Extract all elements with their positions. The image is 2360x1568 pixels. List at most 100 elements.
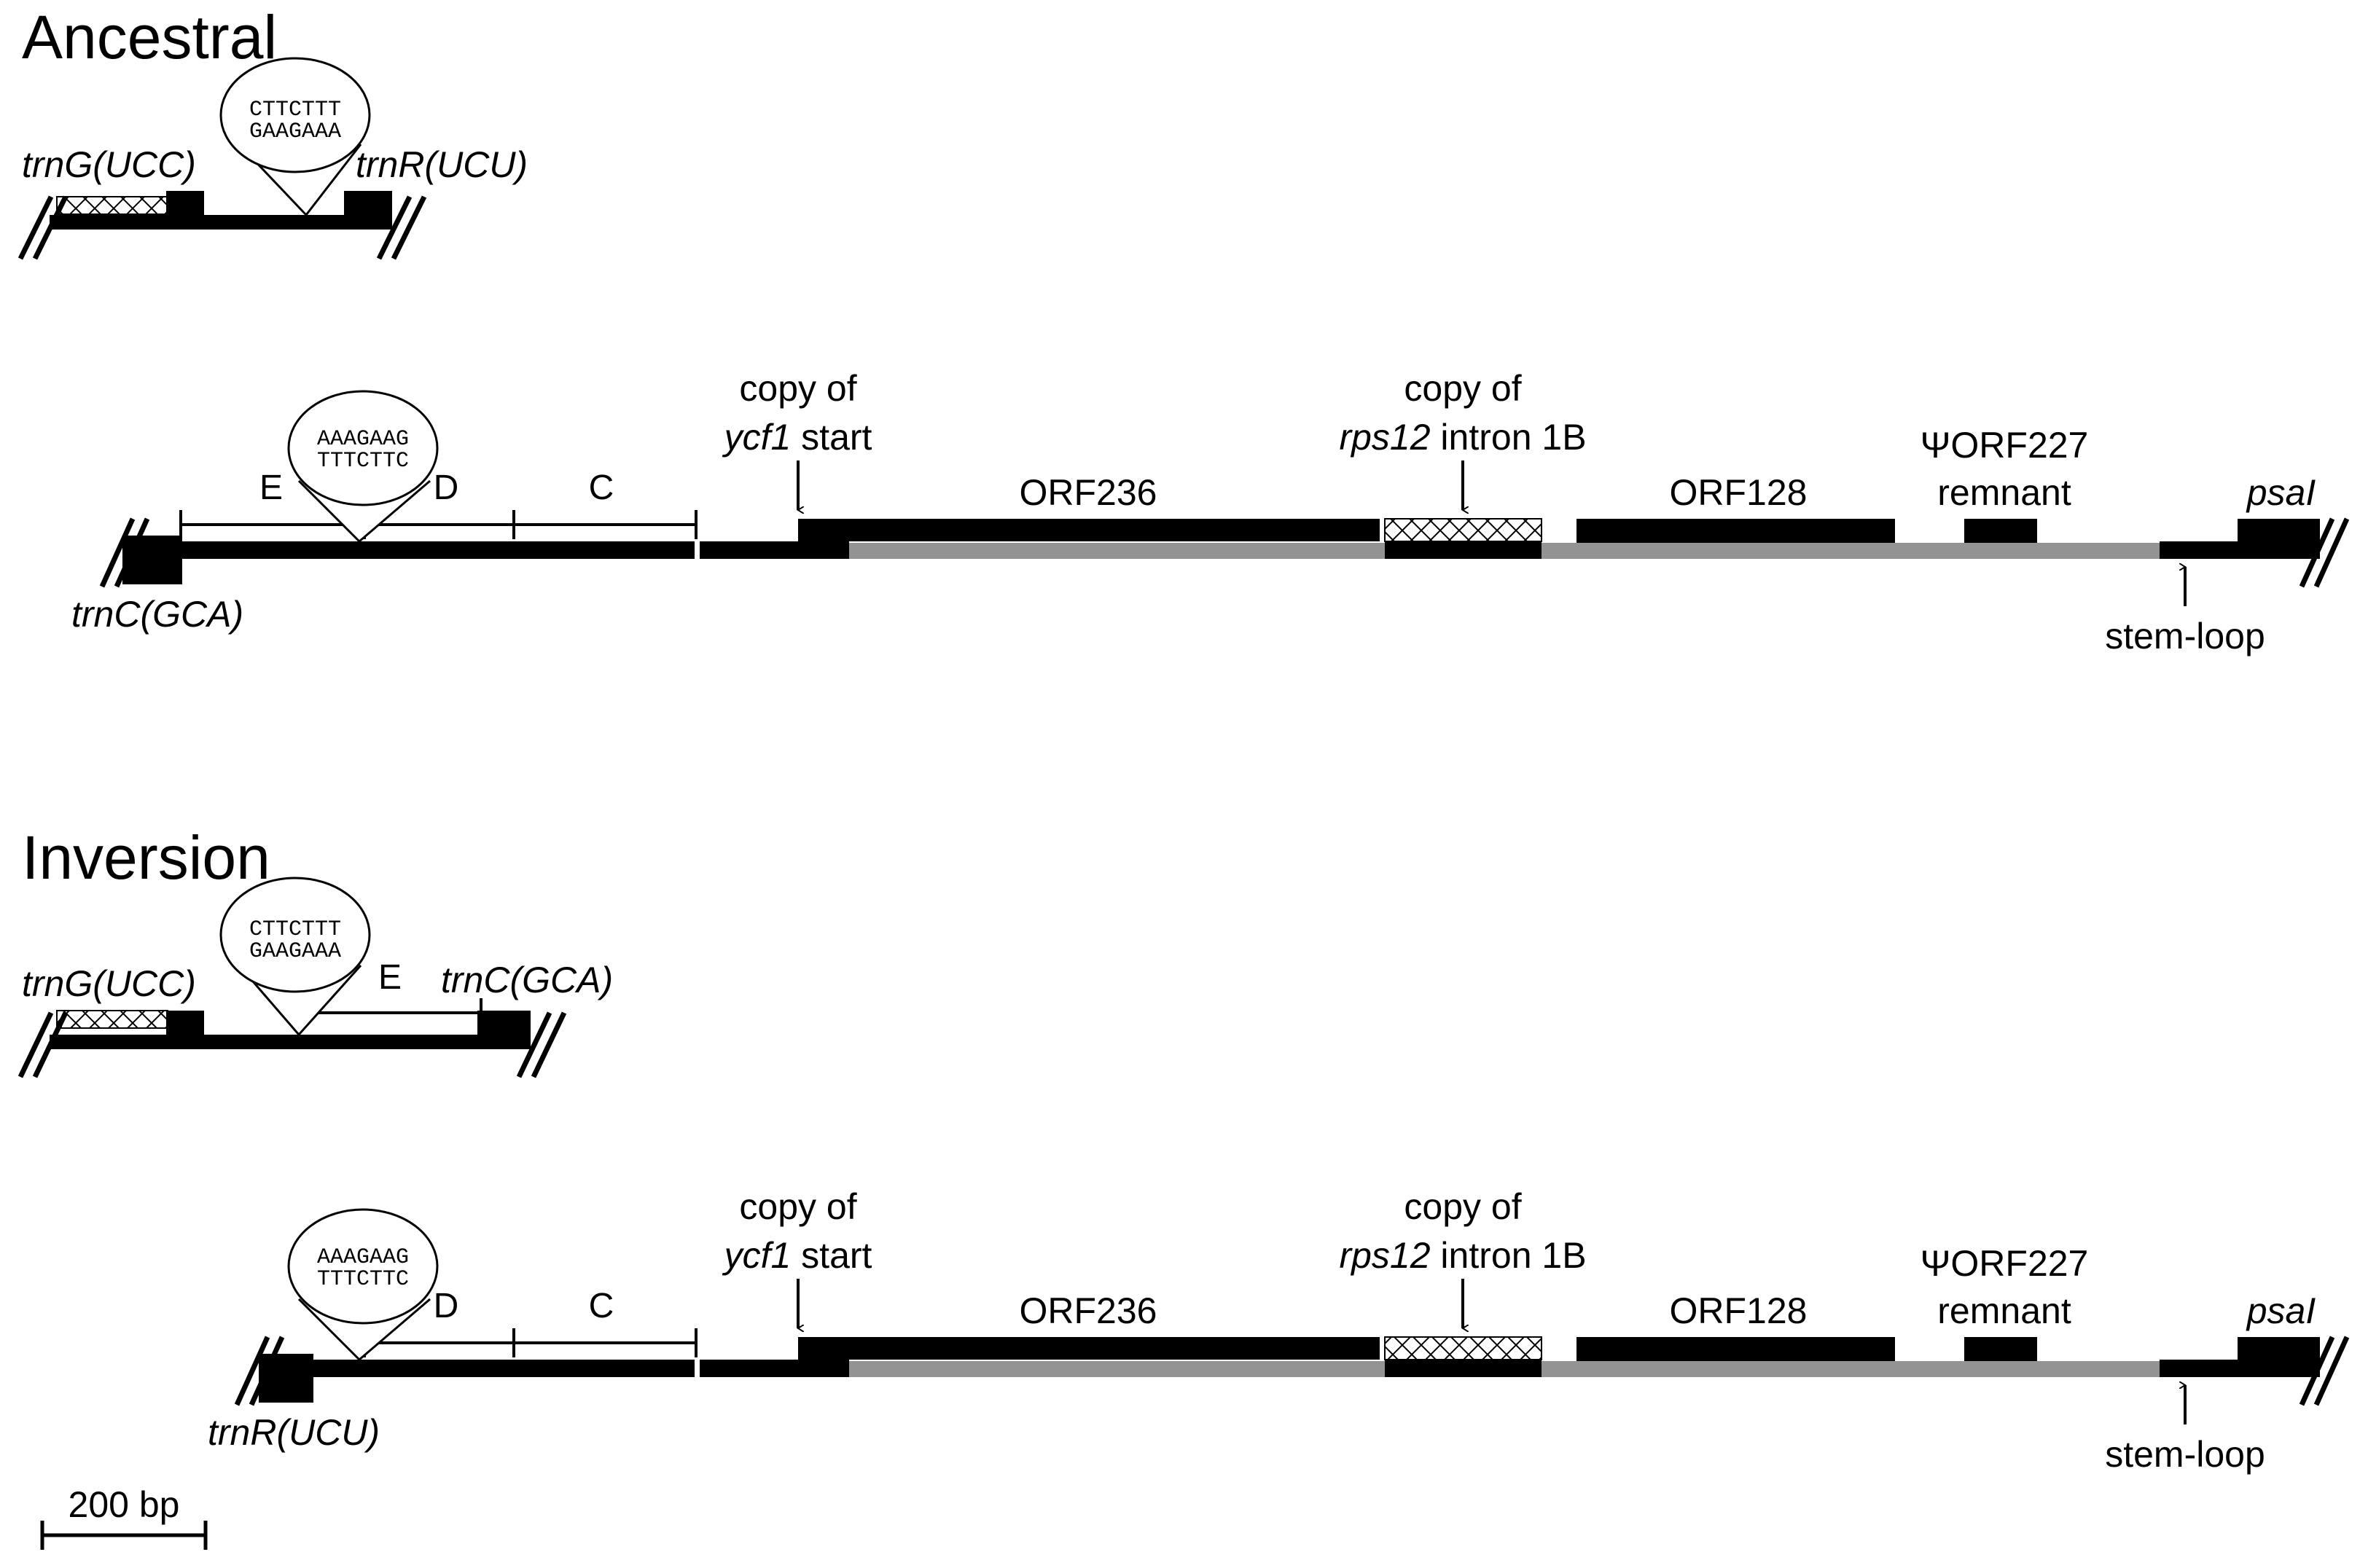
segment-C-label: C (589, 469, 614, 507)
gray-backbone-segment-1 (849, 543, 1385, 559)
trnC-gene-block (477, 1011, 531, 1035)
orf236-label: ORF236 (1020, 1290, 1157, 1331)
break-mark-left (17, 195, 69, 260)
sequence-line-1: AAAGAAG (317, 1245, 409, 1270)
rps12-intron-copy-block (1384, 1336, 1542, 1360)
section-title-inversion: Inversion (22, 823, 270, 892)
rps12-intron-copy-block (1384, 518, 1542, 542)
ycf1-start-annotation: copy of ycf1 start (722, 1186, 872, 1328)
trnC-gene-block (122, 536, 182, 584)
orf236-block (849, 519, 1380, 541)
ycf1-start-annotation: copy of ycf1 start (722, 368, 872, 510)
orf227-label-line2: remnant (1937, 1290, 2071, 1331)
rps12-intron-backbone (1385, 1360, 1542, 1377)
backbone-line (50, 215, 392, 230)
backbone-segment-1 (122, 541, 695, 559)
gray-backbone-segment-1 (849, 1361, 1385, 1377)
orf236-block (849, 1337, 1380, 1360)
psaI-gene-block (2238, 519, 2320, 559)
insertion-bubble-CTTCTTT: CTTCTTT GAAGAAA (219, 877, 371, 1037)
sequence-line-2: GAAGAAA (249, 939, 341, 964)
insertion-bubble-CTTCTTT: CTTCTTT GAAGAAA (219, 57, 371, 217)
repeat-segments-EDC (179, 510, 698, 539)
break-mark-left (234, 1336, 285, 1406)
sequence-line-1: CTTCTTT (249, 98, 341, 122)
orf227-label-line1: ΨORF227 (1921, 1243, 2089, 1284)
trnR-label: trnR(UCU) (208, 1412, 380, 1453)
gray-backbone-segment-2 (1542, 1361, 2160, 1377)
rps12-label-line1: copy of (1404, 1186, 1521, 1227)
segment-C-label: C (589, 1287, 614, 1325)
sequence-line-2: TTTCTTC (317, 449, 409, 474)
trnG-label: trnG(UCC) (22, 144, 196, 185)
psaI-gene-block (2238, 1337, 2320, 1377)
orf128-label: ORF128 (1670, 1290, 1808, 1331)
break-mark-left (99, 517, 150, 588)
orf227-label-line1: ΨORF227 (1921, 425, 2089, 466)
orf227-remnant-block (1964, 519, 2037, 543)
insertion-bubble-AAAGAAG: AAAGAAG TTTCTTC (287, 390, 439, 544)
trnC-label: trnC(GCA) (441, 960, 613, 1000)
sequence-line-1: CTTCTTT (249, 917, 341, 942)
ycf1-copy-block (798, 1337, 849, 1377)
sequence-line-2: GAAGAAA (249, 119, 341, 144)
inversion-main-region: D C AAAGAAG TTTCTTC trnR(UCU) copy of yc… (208, 1186, 2350, 1475)
trnC-label: trnC(GCA) (71, 594, 243, 635)
break-mark-left (17, 1011, 69, 1078)
bubble-circle (219, 877, 371, 993)
orf128-block (1576, 1337, 1895, 1361)
trnR-gene-block (344, 191, 392, 216)
trnG-intron-block (56, 196, 168, 215)
scale-bar: 200 bp (40, 1484, 208, 1550)
stem-loop-label: stem-loop (2105, 616, 2265, 656)
stem-loop-annotation: stem-loop (2105, 567, 2265, 656)
insertion-bubble-AAAGAAG: AAAGAAG TTTCTTC (287, 1208, 439, 1362)
ycf1-label-line1: copy of (739, 1186, 856, 1227)
trnR-label: trnR(UCU) (356, 144, 528, 185)
sequence-line-1: AAAGAAG (317, 427, 409, 452)
rps12-label-line1: copy of (1404, 368, 1521, 409)
stem-loop-label: stem-loop (2105, 1434, 2265, 1475)
backbone-segment-1 (259, 1360, 695, 1377)
break-mark-right (2299, 517, 2350, 588)
break-mark-right (376, 195, 427, 260)
trnG-exon-block (166, 191, 204, 216)
bubble-circle (287, 390, 439, 506)
inversion-trnG-trnC-region: E CTTCTTT GAAGAAA trnG(UCC) trnC(GCA) (17, 877, 613, 1078)
inversion-section: Inversion E CTTCTTT GAAGAAA trnG(UCC) tr… (17, 823, 2350, 1475)
psaI-label: psaI (2246, 1290, 2316, 1331)
repeat-segments-DC (363, 1328, 698, 1357)
break-mark-right (2299, 1336, 2350, 1406)
stem-loop-annotation: stem-loop (2105, 1385, 2265, 1475)
segment-E-label: E (259, 469, 283, 507)
bubble-circle (287, 1208, 439, 1325)
ancestral-main-region: E D C AAAGAAG TTTCTTC trnC(GCA) copy of … (71, 368, 2350, 656)
segment-E-label: E (378, 958, 402, 997)
psaI-label: psaI (2246, 472, 2316, 513)
segment-D-label: D (434, 469, 459, 507)
section-title-ancestral: Ancestral (22, 3, 277, 71)
trnG-label: trnG(UCC) (22, 963, 196, 1004)
scale-bar-label: 200 bp (69, 1484, 180, 1525)
ancestral-trnG-trnR-region: CTTCTTT GAAGAAA trnG(UCC) trnR(UCU) (17, 57, 528, 260)
ycf1-label-line2: ycf1 start (722, 1235, 872, 1276)
rps12-intron-backbone (1385, 541, 1542, 559)
sequence-line-2: TTTCTTC (317, 1267, 409, 1292)
orf128-block (1576, 519, 1895, 543)
ycf1-copy-block (798, 519, 849, 559)
gray-backbone-segment-2 (1542, 543, 2160, 559)
rps12-label-line2: rps12 intron 1B (1339, 417, 1586, 458)
backbone-line (50, 1035, 531, 1049)
ancestral-section: Ancestral CTTCTTT GAAGAAA trnG(UCC) trnR… (17, 3, 2350, 656)
segment-D-label: D (434, 1287, 459, 1325)
orf227-remnant-block (1964, 1337, 2037, 1361)
bubble-circle (219, 57, 371, 173)
rps12-intron-annotation: copy of rps12 intron 1B (1339, 1186, 1587, 1328)
trnG-intron-block (56, 1010, 168, 1029)
break-mark-right (516, 1011, 567, 1078)
rps12-intron-annotation: copy of rps12 intron 1B (1339, 368, 1587, 510)
orf128-label: ORF128 (1670, 472, 1808, 513)
ycf1-label-line2: ycf1 start (722, 417, 872, 458)
orf227-label-line2: remnant (1937, 472, 2071, 513)
